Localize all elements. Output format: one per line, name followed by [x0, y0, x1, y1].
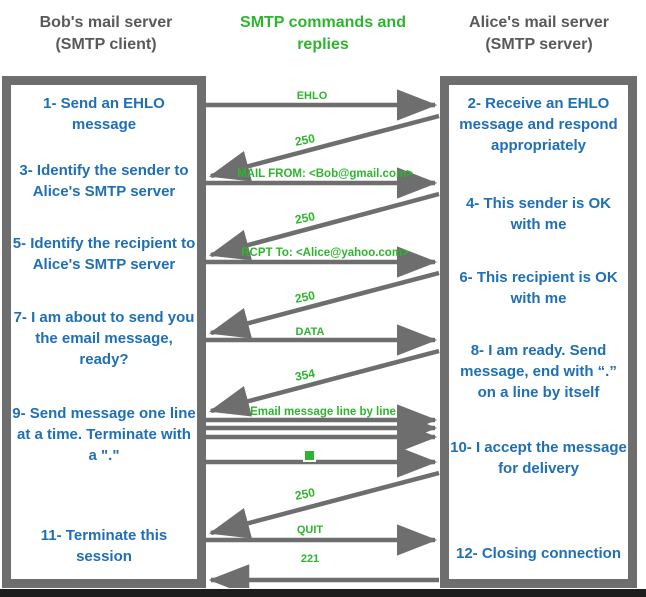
message-lane [203, 76, 445, 588]
client-panel: 1- Send an EHLO message 3- Identify the … [2, 76, 206, 588]
arrow-250-c [208, 270, 440, 339]
column-title-client-line1: Bob's mail server [39, 14, 173, 31]
label-250-a: 250 [293, 131, 317, 149]
bottom-border-bar [0, 589, 646, 597]
column-title-client: Bob's mail server (SMTP client) [8, 12, 204, 56]
column-title-commands-line1: SMTP commands and [240, 14, 406, 31]
server-step-6: 6- This recipient is OK with me [459, 269, 618, 307]
server-step-2: 2- Receive an EHLO message and respond a… [459, 95, 618, 154]
client-step-7: 7- I am about to send you the email mess… [13, 309, 195, 368]
label-data: DATA [295, 326, 325, 338]
column-title-server: Alice's mail server (SMTP server) [440, 12, 638, 56]
column-title-server-line2: (SMTP server) [485, 36, 593, 53]
arrow-250-d [208, 470, 440, 539]
server-panel: 2- Receive an EHLO message and respond a… [440, 76, 637, 588]
label-354: 354 [293, 366, 317, 384]
server-step-12: 12- Closing connection [455, 545, 621, 562]
label-ehlo: EHLO [296, 90, 328, 102]
arrow-354 [208, 348, 440, 417]
arrow-250-b [208, 191, 440, 261]
label-221: 221 [300, 553, 320, 565]
label-rcpt-to: RCPT To: <Alice@yahoo.com> [241, 247, 409, 259]
column-title-client-line2: (SMTP client) [55, 36, 157, 53]
label-250-d: 250 [293, 485, 317, 503]
client-step-1: 1- Send an EHLO message [43, 95, 165, 133]
label-mail-from: MAIL FROM: <Bob@gmail.com> [237, 168, 413, 180]
column-title-server-line1: Alice's mail server [469, 14, 609, 31]
client-panel-body: 1- Send an EHLO message 3- Identify the … [11, 85, 197, 579]
server-step-8: 8- I am ready. Send message, end with “.… [460, 342, 617, 401]
server-step-4: 4- This sender is OK with me [465, 195, 612, 233]
server-step-10: 10- I accept the message for delivery [450, 439, 627, 477]
client-step-9: 9- Send message one line at a time. Term… [12, 405, 196, 464]
client-step-5: 5- Identify the recipient to Alice's SMT… [12, 235, 196, 273]
client-step-11: 11- Terminate this session [40, 527, 168, 565]
server-panel-body: 2- Receive an EHLO message and respond a… [449, 85, 628, 579]
label-quit: QUIT [296, 524, 324, 536]
message-continuation-marker [303, 449, 316, 462]
label-email-lines: Email message line by line [250, 406, 396, 418]
column-title-commands-line2: replies [297, 36, 349, 53]
client-step-3: 3- Identify the sender to Alice's SMTP s… [19, 162, 189, 200]
arrow-canvas [205, 89, 440, 588]
label-250-b: 250 [293, 209, 317, 227]
column-title-commands: SMTP commands and replies [214, 12, 432, 56]
arrow-250-a [208, 113, 440, 182]
label-250-c: 250 [293, 288, 317, 306]
